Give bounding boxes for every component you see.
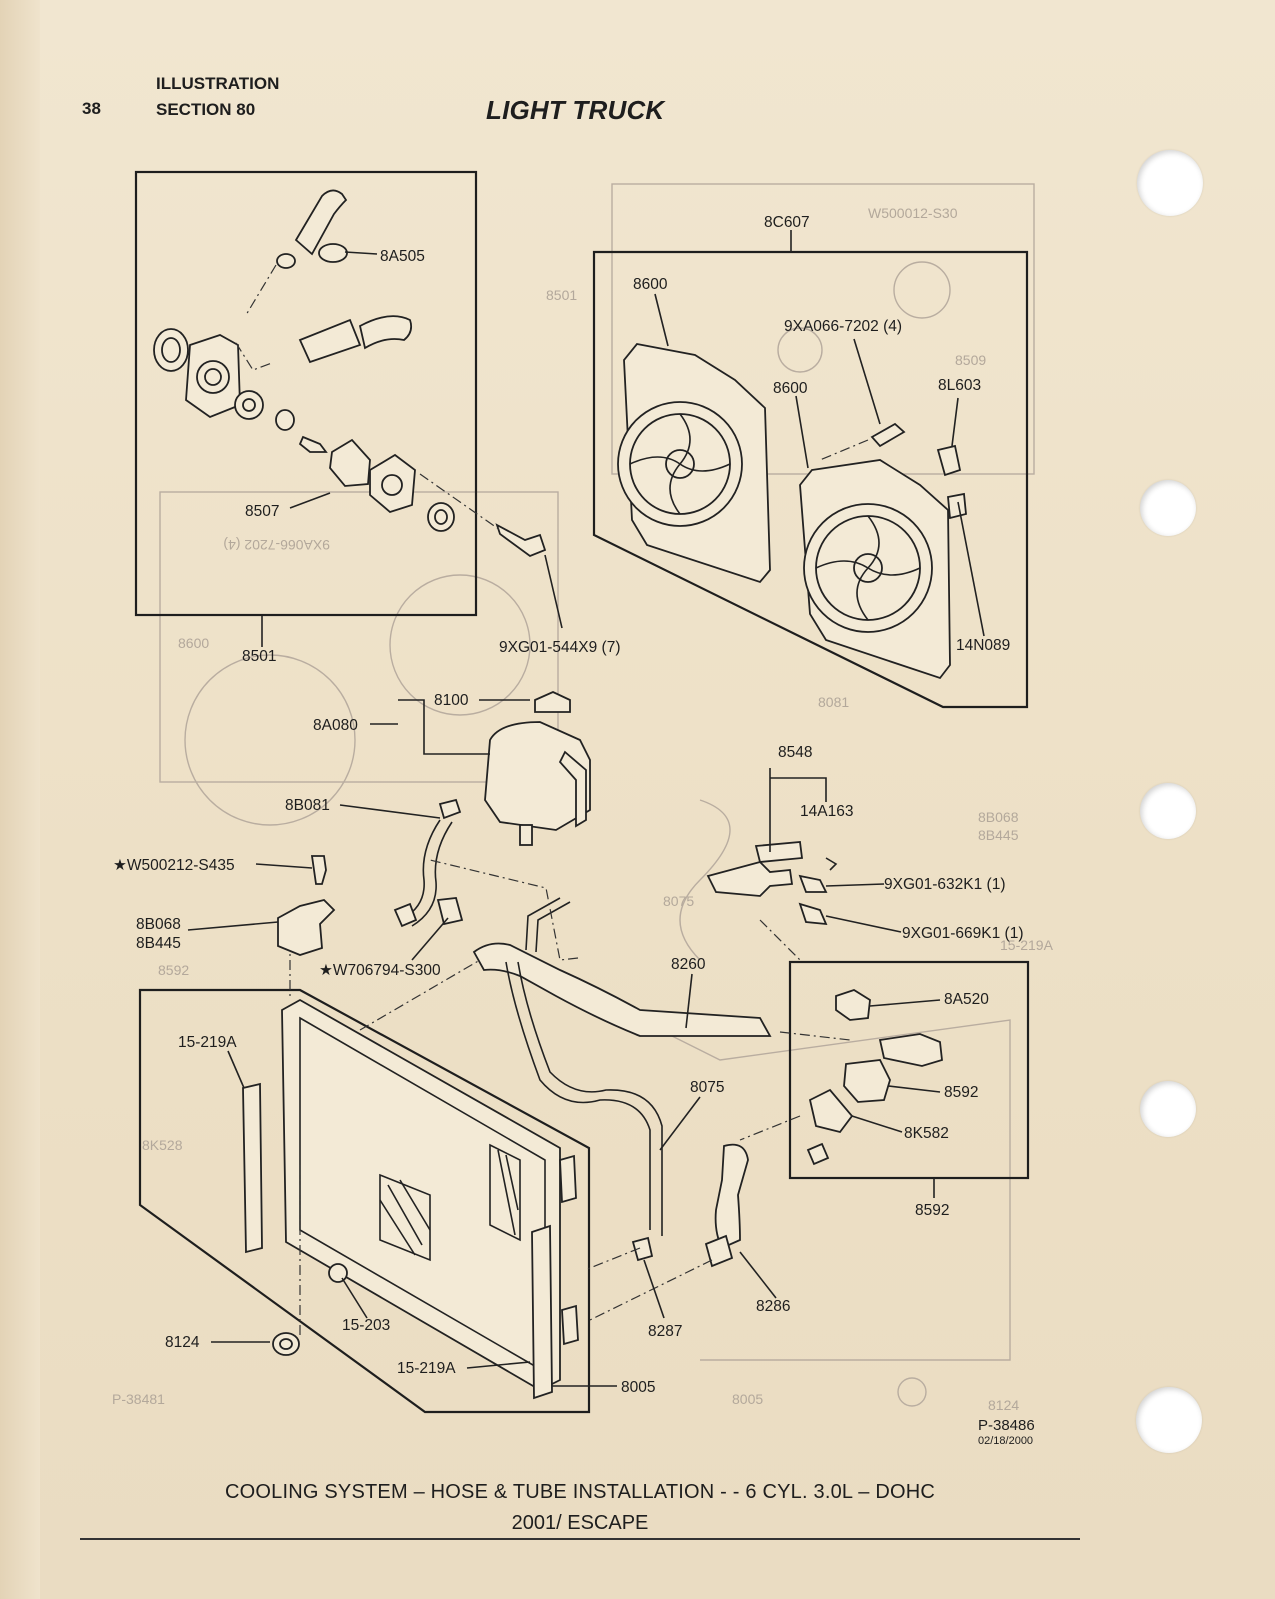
bleed-text: 8509 bbox=[955, 352, 986, 368]
bleed-text: 8592 bbox=[158, 962, 189, 978]
callout-9xg01-632k1: 9XG01-632K1 (1) bbox=[884, 876, 1006, 893]
callout-8k582: 8K582 bbox=[904, 1125, 949, 1142]
heater-hose-connector-assembly bbox=[706, 841, 838, 926]
radiator-detail-box bbox=[138, 988, 591, 1414]
fan-shroud-detail-box bbox=[592, 250, 1029, 709]
callout-8a520: 8A520 bbox=[944, 991, 989, 1008]
header-illustration: ILLUSTRATION bbox=[156, 74, 280, 93]
callout-8287: 8287 bbox=[648, 1323, 682, 1340]
caption-line-2: 2001/ ESCAPE bbox=[511, 1512, 649, 1534]
caption-line-1: COOLING SYSTEM – HOSE & TUBE INSTALLATIO… bbox=[224, 1481, 936, 1503]
bleed-text: 8600 bbox=[178, 635, 209, 651]
bracket-part bbox=[277, 899, 336, 956]
callout-9xg01-544x9: 9XG01-544X9 (7) bbox=[499, 639, 621, 656]
binder-hole-5 bbox=[1136, 1387, 1202, 1453]
callout-8592-outer: 8592 bbox=[915, 1202, 949, 1219]
callout-8c607: 8C607 bbox=[764, 214, 810, 231]
bleed-text: 8124 bbox=[988, 1397, 1019, 1413]
callout-9xg01-669k1: 9XG01-669K1 (1) bbox=[902, 925, 1024, 942]
binder-edge bbox=[0, 0, 40, 1599]
outlet-connector-detail-box bbox=[788, 960, 1030, 1180]
hose-routing bbox=[393, 819, 851, 1268]
callout-14a163: 14A163 bbox=[800, 803, 853, 820]
callout-15-219a-left: 15-219A bbox=[178, 1034, 237, 1051]
callout-8b081: 8B081 bbox=[285, 797, 330, 814]
callout-9xa066-7202: 9XA066-7202 (4) bbox=[784, 318, 902, 335]
callout-8600-right: 8600 bbox=[773, 380, 808, 397]
callout-8b445: 8B445 bbox=[136, 935, 181, 952]
bleed-text: 15-219A bbox=[1000, 937, 1054, 953]
bleed-text: 8K528 bbox=[142, 1137, 183, 1153]
bolt-part bbox=[310, 855, 327, 885]
figure-number: P-38486 bbox=[978, 1417, 1035, 1434]
bleed-text: 9XA066-7202 (4) bbox=[223, 537, 330, 553]
header-section: SECTION 80 bbox=[156, 100, 256, 119]
fan-shroud-assembly bbox=[617, 343, 967, 680]
bleed-text: 8501 bbox=[546, 287, 577, 303]
bleed-text: W500012-S30 bbox=[868, 205, 958, 221]
callout-8a080: 8A080 bbox=[313, 717, 358, 734]
callout-w706794-s300: ★W706794-S300 bbox=[319, 962, 441, 979]
callout-8b068: 8B068 bbox=[136, 916, 181, 933]
binder-hole-1 bbox=[1137, 150, 1203, 216]
callout-8a505: 8A505 bbox=[380, 248, 425, 265]
callout-15-203: 15-203 bbox=[342, 1317, 390, 1334]
callout-14n089: 14N089 bbox=[956, 637, 1010, 654]
leader-lines bbox=[187, 230, 985, 1387]
bleed-text: 8B068 bbox=[978, 809, 1019, 825]
outlet-connector-parts bbox=[806, 989, 943, 1166]
bleed-text: 8005 bbox=[732, 1391, 763, 1407]
bleed-text: 8081 bbox=[818, 694, 849, 710]
thermostat-housing-assembly bbox=[153, 189, 547, 558]
binder-hole-3 bbox=[1140, 783, 1196, 839]
thermostat-housing-detail-box bbox=[134, 170, 478, 617]
callout-8548: 8548 bbox=[778, 744, 812, 761]
figure-date: 02/18/2000 bbox=[978, 1435, 1034, 1447]
callout-8600-left: 8600 bbox=[633, 276, 668, 293]
bleed-text: 8B445 bbox=[978, 827, 1019, 843]
callout-8075: 8075 bbox=[690, 1079, 724, 1096]
callout-15-219a-bottom: 15-219A bbox=[397, 1360, 456, 1377]
callout-w500212-s435: ★W500212-S435 bbox=[113, 857, 235, 874]
callout-8592-inner: 8592 bbox=[944, 1084, 978, 1101]
callout-8286: 8286 bbox=[756, 1298, 790, 1315]
callout-8501: 8501 bbox=[242, 648, 276, 665]
page-number: 38 bbox=[82, 99, 101, 118]
callout-8507: 8507 bbox=[245, 503, 279, 520]
callout-8100: 8100 bbox=[434, 692, 469, 709]
callout-8124: 8124 bbox=[165, 1334, 200, 1351]
binder-hole-4 bbox=[1140, 1081, 1196, 1137]
callout-8005: 8005 bbox=[621, 1379, 655, 1396]
bleed-text: P-38481 bbox=[112, 1391, 165, 1407]
binder-hole-2 bbox=[1140, 480, 1196, 536]
callout-8l603: 8L603 bbox=[938, 377, 981, 394]
bleed-text: 8075 bbox=[663, 893, 694, 909]
page-title: LIGHT TRUCK bbox=[486, 95, 665, 125]
callout-8260: 8260 bbox=[671, 956, 706, 973]
bottom-rule bbox=[80, 1538, 1080, 1540]
degas-bottle-assembly bbox=[438, 691, 591, 846]
radiator-assembly bbox=[242, 920, 713, 1400]
